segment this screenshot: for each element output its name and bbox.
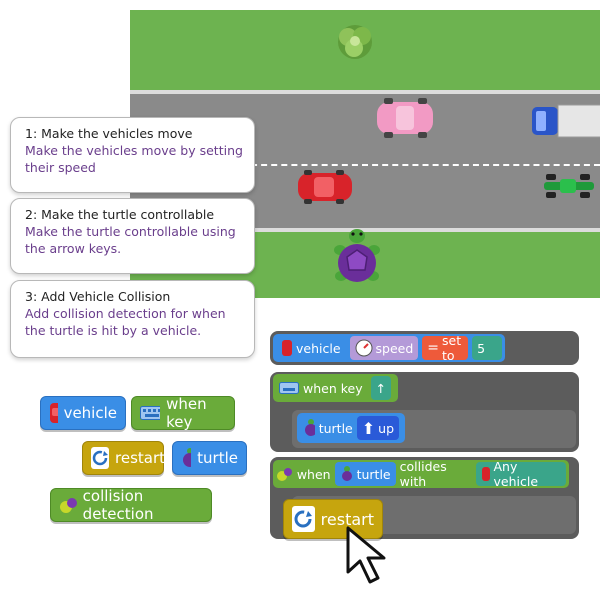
instruction-title: 2: Make the turtle controllable	[25, 207, 215, 222]
turtle-label: turtle	[318, 420, 353, 436]
restart-icon	[91, 447, 109, 469]
palette-vehicle-block[interactable]: vehicle	[40, 396, 126, 430]
red-car-icon	[50, 403, 58, 423]
palette-turtle-block[interactable]: turtle	[172, 441, 247, 475]
red-car-icon	[482, 467, 491, 481]
key-select[interactable]: ↑	[370, 376, 392, 400]
when-key-label: when key	[303, 380, 363, 396]
speed-label: speed	[375, 340, 414, 356]
up-action-chip[interactable]: ⬆ up	[356, 416, 399, 440]
turtle-sprite	[334, 229, 380, 282]
instruction-title: 3: Add Vehicle Collision	[25, 289, 171, 304]
mouse-cursor-icon	[346, 526, 386, 584]
when-collides-block[interactable]: when turtle collides with Any vehicle	[273, 459, 569, 489]
turtle-icon	[341, 466, 352, 481]
up-label: up	[378, 420, 394, 436]
when-key-block[interactable]: when key ↑	[273, 374, 398, 402]
blue-truck-sprite	[532, 104, 600, 138]
turtle-chip-label: turtle	[356, 466, 391, 482]
palette-when-key-label: when key	[166, 395, 207, 431]
palette-collision-label: collision detection	[82, 487, 154, 523]
instruction-title: 1: Make the vehicles move	[25, 126, 193, 141]
red-car-icon	[282, 340, 292, 356]
when-label: when	[296, 466, 331, 482]
set-speed-block[interactable]: vehicle speed = set to 5	[273, 333, 505, 363]
any-vehicle-label: Any vehicle	[493, 459, 539, 489]
palette-restart-label: restart	[115, 449, 166, 467]
palette-vehicle-label: vehicle	[63, 404, 117, 422]
any-vehicle-chip[interactable]: Any vehicle	[476, 459, 566, 489]
collision-icon	[60, 498, 77, 513]
instruction-description: Make the turtle controllable using the a…	[25, 224, 236, 256]
collides-with-label: collides with	[399, 459, 447, 489]
green-racecar-sprite	[544, 174, 594, 198]
palette-restart-block[interactable]: restart	[82, 441, 166, 475]
palette-when-key-block[interactable]: when key	[131, 395, 235, 431]
instruction-card-3[interactable]: 3: Add Vehicle Collision Add collision d…	[10, 280, 255, 358]
script-restart-block[interactable]: restart	[283, 499, 383, 539]
up-arrow-icon: ⬆	[361, 418, 376, 438]
keyboard-icon	[140, 406, 161, 420]
set-to-operator-chip[interactable]: = set to	[422, 333, 469, 363]
equals-icon: =	[427, 340, 440, 356]
lettuce-sprite	[338, 25, 372, 59]
turtle-chip[interactable]: turtle	[334, 462, 396, 486]
turtle-icon	[183, 448, 192, 467]
set-to-label: set to	[442, 333, 462, 363]
speed-value-input[interactable]: 5	[472, 336, 502, 360]
palette-collision-block[interactable]: collision detection	[50, 487, 212, 523]
palette-turtle-label: turtle	[197, 449, 238, 467]
restart-icon	[292, 506, 315, 532]
instruction-card-1[interactable]: 1: Make the vehicles move Make the vehic…	[10, 117, 255, 193]
red-car-sprite	[298, 170, 352, 204]
instruction-description: Make the vehicles move by setting their …	[25, 143, 243, 175]
keyboard-icon	[279, 382, 299, 394]
turtle-up-block[interactable]: turtle ⬆ up	[297, 413, 405, 443]
lane-divider	[130, 164, 600, 166]
script-restart-label: restart	[320, 509, 374, 529]
vehicle-chip[interactable]: vehicle	[276, 336, 346, 360]
pink-car-sprite	[377, 98, 433, 138]
vehicle-chip-label: vehicle	[296, 340, 341, 356]
instruction-card-2[interactable]: 2: Make the turtle controllable Make the…	[10, 198, 255, 274]
instruction-description: Add collision detection for when the tur…	[25, 306, 226, 338]
speed-property-chip[interactable]: speed	[349, 336, 419, 360]
turtle-icon	[305, 419, 315, 436]
collision-icon	[277, 468, 292, 481]
speedometer-icon	[355, 339, 373, 357]
